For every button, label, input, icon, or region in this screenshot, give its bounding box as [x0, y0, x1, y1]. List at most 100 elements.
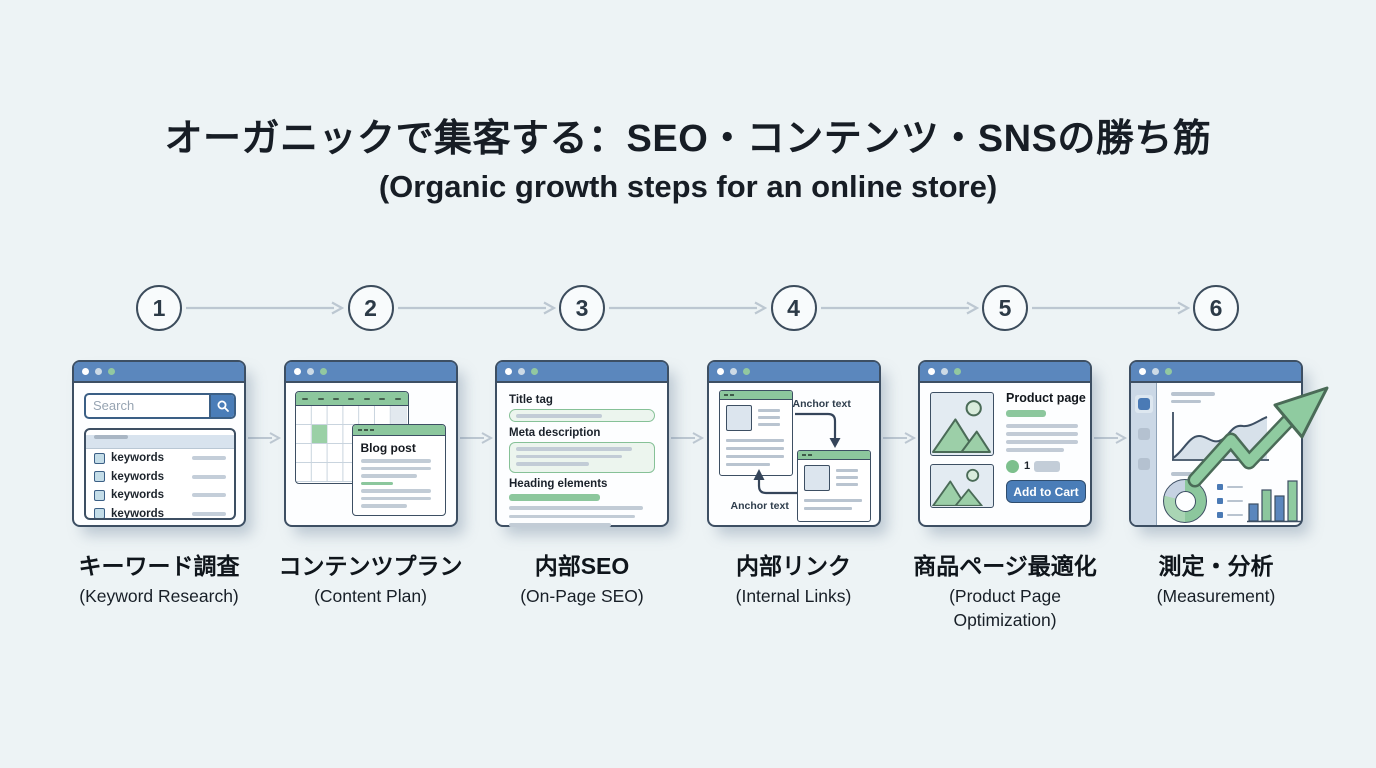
text-line	[835, 469, 858, 472]
browser-titlebar	[708, 362, 879, 383]
step-number: 4	[787, 294, 800, 321]
window-dot-icon	[82, 368, 89, 375]
window-gap-arrow-icon	[1094, 432, 1128, 444]
step-number: 6	[1209, 294, 1223, 321]
page-subtitle: (Organic growth steps for an online stor…	[378, 169, 998, 204]
browser-titlebar	[497, 362, 667, 383]
step-label-en: (Keyword Research)	[79, 586, 239, 606]
add-to-cart-button: Add to Cart	[1006, 480, 1086, 503]
text-line	[835, 476, 858, 479]
text-line	[757, 409, 780, 412]
window-dot-icon	[729, 368, 737, 375]
window-dot-icon	[1139, 368, 1146, 375]
text-line	[757, 416, 780, 419]
calendar-day-dash	[348, 397, 355, 400]
bar-chart-icon	[1247, 480, 1301, 523]
search-button	[209, 395, 234, 417]
text-line	[509, 506, 644, 510]
sidebar-item-icon	[1138, 398, 1150, 410]
text-line	[803, 499, 862, 502]
legend-swatch	[1217, 512, 1223, 518]
text-line	[725, 439, 784, 442]
window-dot-icon	[319, 368, 327, 375]
heading-bar	[509, 494, 600, 501]
browser-mockup-keyword-research: Search keywords keywords keywords keywor…	[72, 360, 246, 527]
page-title: オーガニックで集客する：SEO・コンテンツ・SNSの勝ち筋	[164, 118, 1212, 160]
header-pill	[94, 435, 128, 439]
text-line	[835, 483, 858, 486]
text-line	[1171, 472, 1209, 476]
text-line	[516, 462, 589, 466]
step-circle-4: 4	[770, 285, 817, 331]
text-line	[192, 493, 226, 498]
text-line	[1171, 392, 1215, 396]
text-line	[192, 456, 226, 461]
header-dash	[729, 394, 734, 396]
text-line	[360, 466, 431, 470]
calendar-cell-shaded	[390, 406, 406, 424]
product-page-heading: Product page	[1006, 391, 1086, 405]
window-gap-arrow-icon	[671, 432, 705, 444]
price-pill	[1006, 410, 1046, 417]
step-circle-6: 6	[1193, 285, 1239, 331]
text-line	[360, 474, 417, 478]
text-line	[516, 413, 602, 418]
page-card-a	[718, 390, 793, 476]
product-image-placeholder	[930, 392, 994, 456]
highlight-line	[360, 481, 393, 485]
browser-titlebar	[285, 362, 456, 383]
text-line	[516, 447, 633, 451]
text-line	[1171, 400, 1201, 403]
text-line	[360, 489, 431, 493]
calendar-day-dash	[363, 397, 370, 400]
growth-arrow-icon	[1187, 386, 1329, 488]
keyword-row: keywords	[86, 449, 234, 468]
step-label-en: (Product Page Optimization)	[949, 586, 1061, 630]
header-dash	[357, 429, 362, 431]
step-number: 5	[998, 294, 1012, 321]
legend-swatch	[1217, 498, 1223, 504]
browser-mockup-internal-links: Anchor text Anchor text	[706, 360, 881, 527]
keyword-list-panel: keywords keywords keywords keywords	[84, 428, 236, 520]
quantity-dot-icon	[1006, 460, 1019, 473]
title-block: オーガニックで集客する：SEO・コンテンツ・SNSの勝ち筋 (Organic g…	[0, 114, 1376, 210]
step-number: 2	[364, 294, 377, 321]
image-placeholder-icon	[803, 465, 830, 491]
step-label-en: (Measurement)	[1156, 586, 1276, 606]
step-label-jp: 測定・分析	[1158, 553, 1274, 579]
window-dot-icon	[293, 368, 301, 375]
calendar-cell-highlighted	[311, 425, 327, 443]
browser-titlebar	[920, 362, 1090, 383]
calendar-day-dash	[379, 397, 386, 400]
browser-mockup-product-page: Product page 1 Add to Cart	[918, 360, 1092, 527]
calendar-day-dash	[333, 397, 340, 400]
calendar-day-dash	[302, 397, 309, 400]
text-line	[509, 523, 612, 527]
step-number: 3	[575, 294, 589, 321]
text-line	[1006, 424, 1078, 428]
step-connector-arrow-icon	[820, 301, 979, 315]
step-label-6: 測定・分析 (Measurement)	[1111, 551, 1321, 608]
step-circle-1: 1	[136, 285, 182, 331]
step-connector-arrow-icon	[397, 301, 556, 315]
step-label-1: キーワード調査 (Keyword Research)	[54, 551, 264, 608]
keyword-row-label: keywords	[111, 489, 165, 502]
text-line	[1227, 499, 1243, 503]
card-header	[719, 391, 792, 400]
header-dash	[723, 394, 728, 396]
keyword-row-label: keywords	[111, 470, 165, 483]
text-line	[725, 447, 784, 450]
field-label-heading-elements: Heading elements	[509, 478, 608, 490]
window-dot-icon	[1165, 368, 1172, 375]
field-label-title-tag: Title tag	[509, 394, 553, 406]
card-header	[797, 451, 870, 460]
text-line	[757, 423, 780, 426]
keyword-row-label: keywords	[111, 452, 165, 465]
dashboard-sidebar	[1131, 383, 1157, 525]
text-line	[803, 507, 852, 510]
blog-post-card: Blog post	[351, 424, 446, 516]
window-dot-icon	[954, 368, 961, 375]
window-dot-icon	[518, 368, 525, 375]
step-circle-3: 3	[559, 285, 605, 331]
